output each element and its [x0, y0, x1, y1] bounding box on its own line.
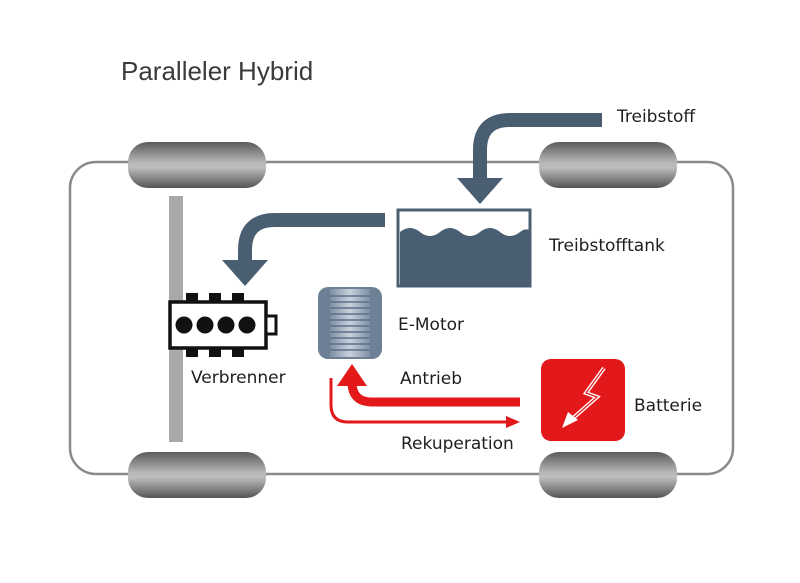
fuel-supply-arrow [222, 213, 385, 286]
fuel-arrow [457, 113, 602, 204]
fuel-tank-label: Treibstofftank [549, 236, 665, 256]
electric-motor-icon [318, 287, 382, 359]
e-motor-label: E-Motor [398, 315, 464, 335]
battery-lightning-icon [541, 359, 625, 441]
combustion-engine-label: Verbrenner [191, 368, 286, 388]
recuperation-arrow [329, 378, 520, 428]
fuel-label: Treibstoff [617, 107, 696, 127]
drive-arrow [337, 364, 520, 407]
car-body-outline [68, 160, 735, 476]
drive-label: Antrieb [400, 369, 463, 389]
wheel-rear-left [128, 452, 266, 498]
fuel-tank-icon [396, 208, 532, 288]
recuperation-label: Rekuperation [401, 434, 514, 454]
wheel-rear-right [539, 452, 677, 498]
wheel-front-left [128, 142, 266, 188]
diagram-title: Paralleler Hybrid [121, 56, 314, 86]
wheel-front-right [539, 142, 677, 188]
engine-icon [168, 293, 278, 357]
battery-label: Batterie [634, 396, 703, 416]
